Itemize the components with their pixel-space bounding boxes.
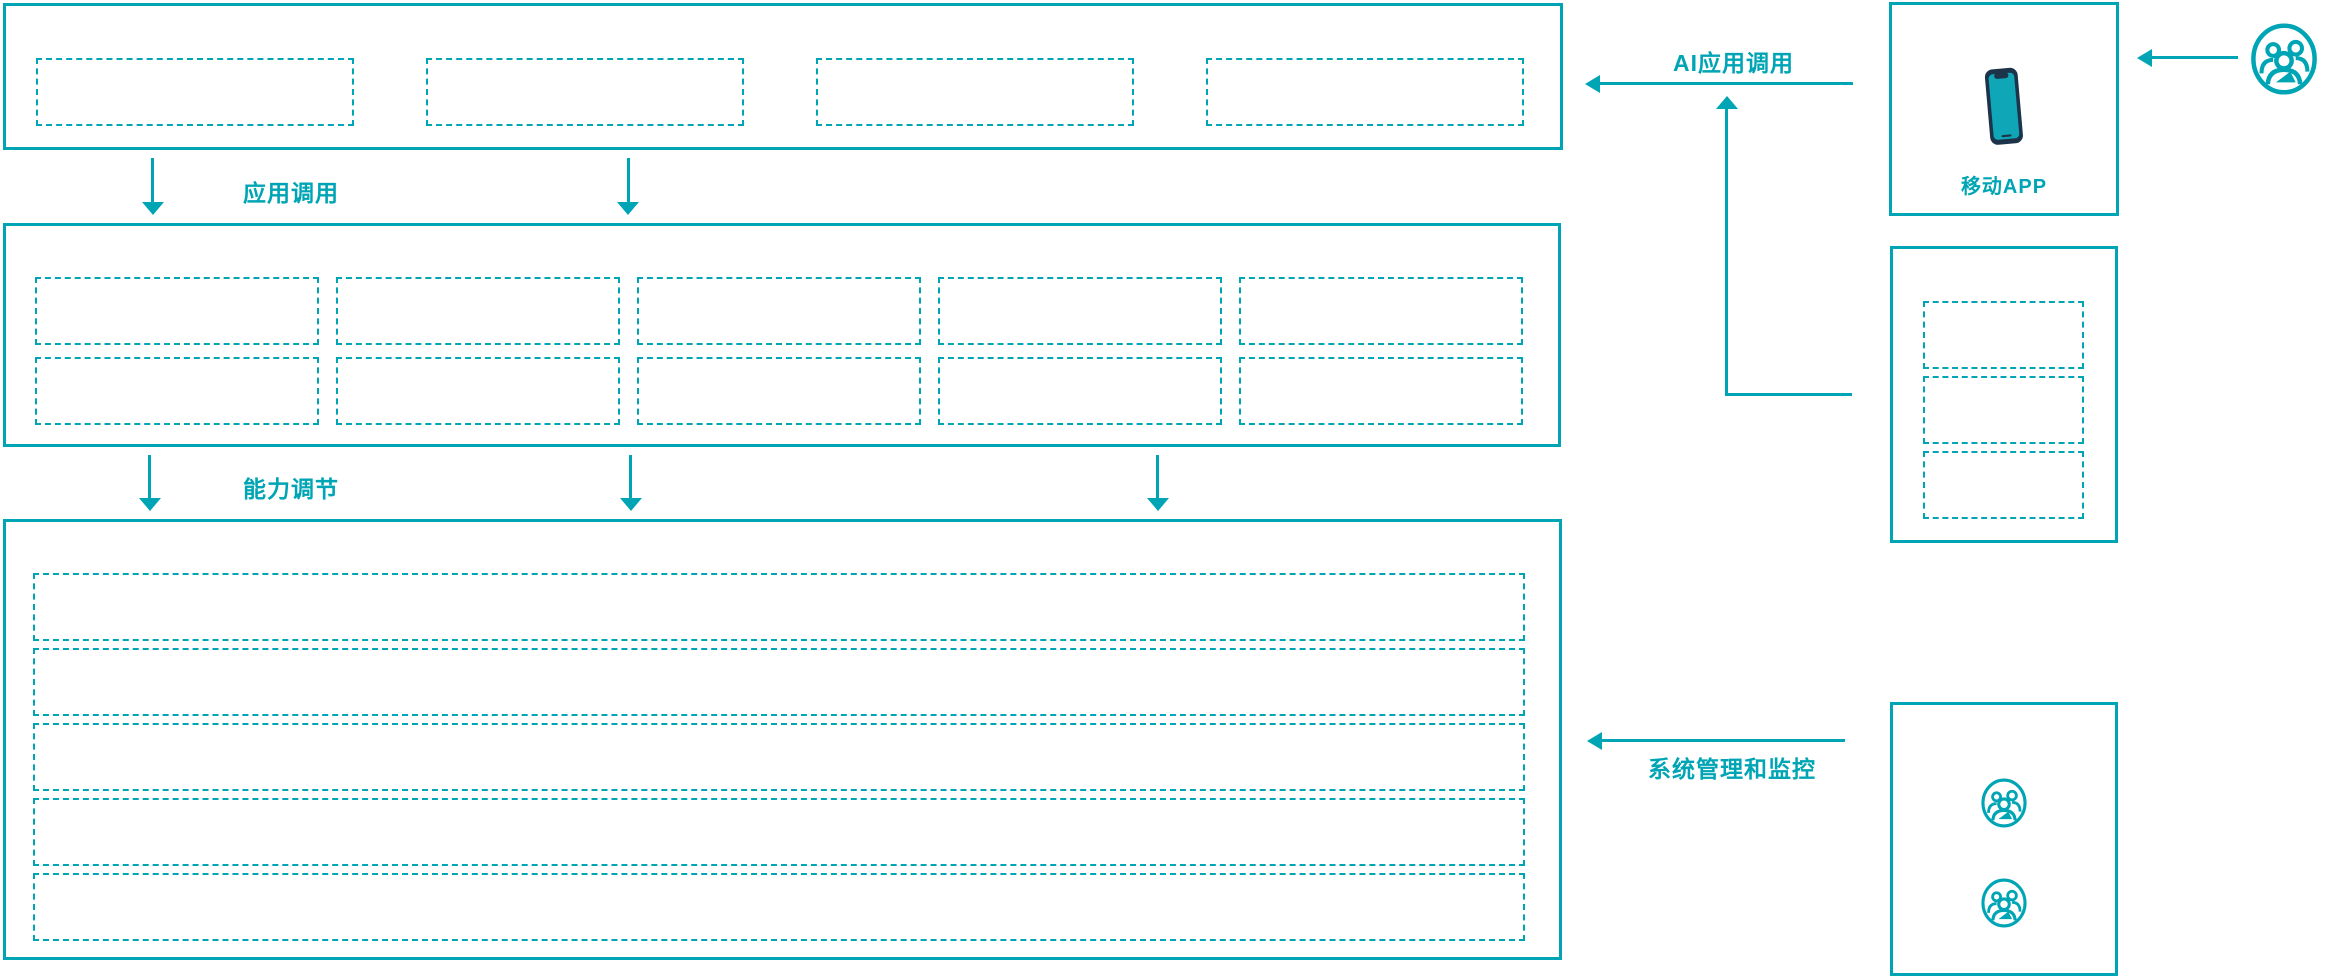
admin-user-group-icon [1981,878,2027,928]
bottom-layer-box [3,519,1562,960]
placeholder-slot [36,58,354,126]
middle-layer-box [3,223,1561,447]
component-stack-slots [1893,249,2115,519]
placeholder-slot [1923,376,2084,444]
capability-arrow-line-1 [148,455,151,499]
placeholder-slot [637,277,921,345]
system-mgmt-arrow-line [1602,739,1845,742]
top-layer-box [3,3,1563,150]
admin-users-list [1893,705,2115,929]
placeholder-slot [336,357,620,425]
capability-arrow-line-2 [629,455,632,499]
capability-arrowhead-3 [1147,498,1169,511]
app-call-arrow-line-1 [151,158,154,204]
admin-user-group-icon [1981,778,2027,828]
bottom-layer-rows [6,522,1559,941]
placeholder-slot [1206,58,1524,126]
placeholder-slot [33,648,1525,716]
placeholder-slot [35,277,319,345]
ai-app-call-arrowhead [1585,75,1600,93]
app-call-arrow-line-2 [627,158,630,204]
system-mgmt-label: 系统管理和监控 [1648,756,1816,782]
ai-app-call-label: AI应用调用 [1673,50,1794,76]
app-call-label: 应用调用 [243,180,339,206]
placeholder-slot [33,573,1525,641]
capability-arrowhead-1 [139,498,161,511]
app-call-arrowhead-2 [617,202,639,215]
user-group-icon [2251,23,2317,95]
admin-users-box [1890,702,2118,976]
placeholder-slot [1239,277,1523,345]
capability-arrow-line-3 [1156,455,1159,499]
placeholder-slot [1923,451,2084,519]
stack-connector-line [1725,393,1852,396]
placeholder-slot [336,277,620,345]
stack-to-ai-arrow-line [1725,109,1728,395]
user-to-app-arrow-line [2152,56,2238,59]
stack-to-ai-arrowhead [1716,96,1738,109]
placeholder-slot [426,58,744,126]
ai-app-call-arrow-line [1600,82,1853,85]
placeholder-slot [33,723,1525,791]
placeholder-slot [938,357,1222,425]
placeholder-slot [33,798,1525,866]
user-to-app-arrowhead [2137,49,2152,67]
capability-adjust-label: 能力调节 [243,476,339,502]
app-call-arrowhead-1 [142,202,164,215]
middle-layer-slots [6,226,1558,425]
placeholder-slot [35,357,319,425]
capability-arrowhead-2 [620,498,642,511]
component-stack-box [1890,246,2118,543]
mobile-app-label: 移动APP [1960,176,2048,198]
placeholder-slot [1239,357,1523,425]
mobile-app-box: 移动APP [1889,2,2119,216]
placeholder-slot [938,277,1222,345]
placeholder-slot [637,357,921,425]
top-layer-slots [6,6,1560,126]
placeholder-slot [1923,301,2084,369]
placeholder-slot [33,873,1525,941]
smartphone-icon [1984,67,2023,145]
placeholder-slot [816,58,1134,126]
system-mgmt-arrowhead [1587,732,1602,750]
